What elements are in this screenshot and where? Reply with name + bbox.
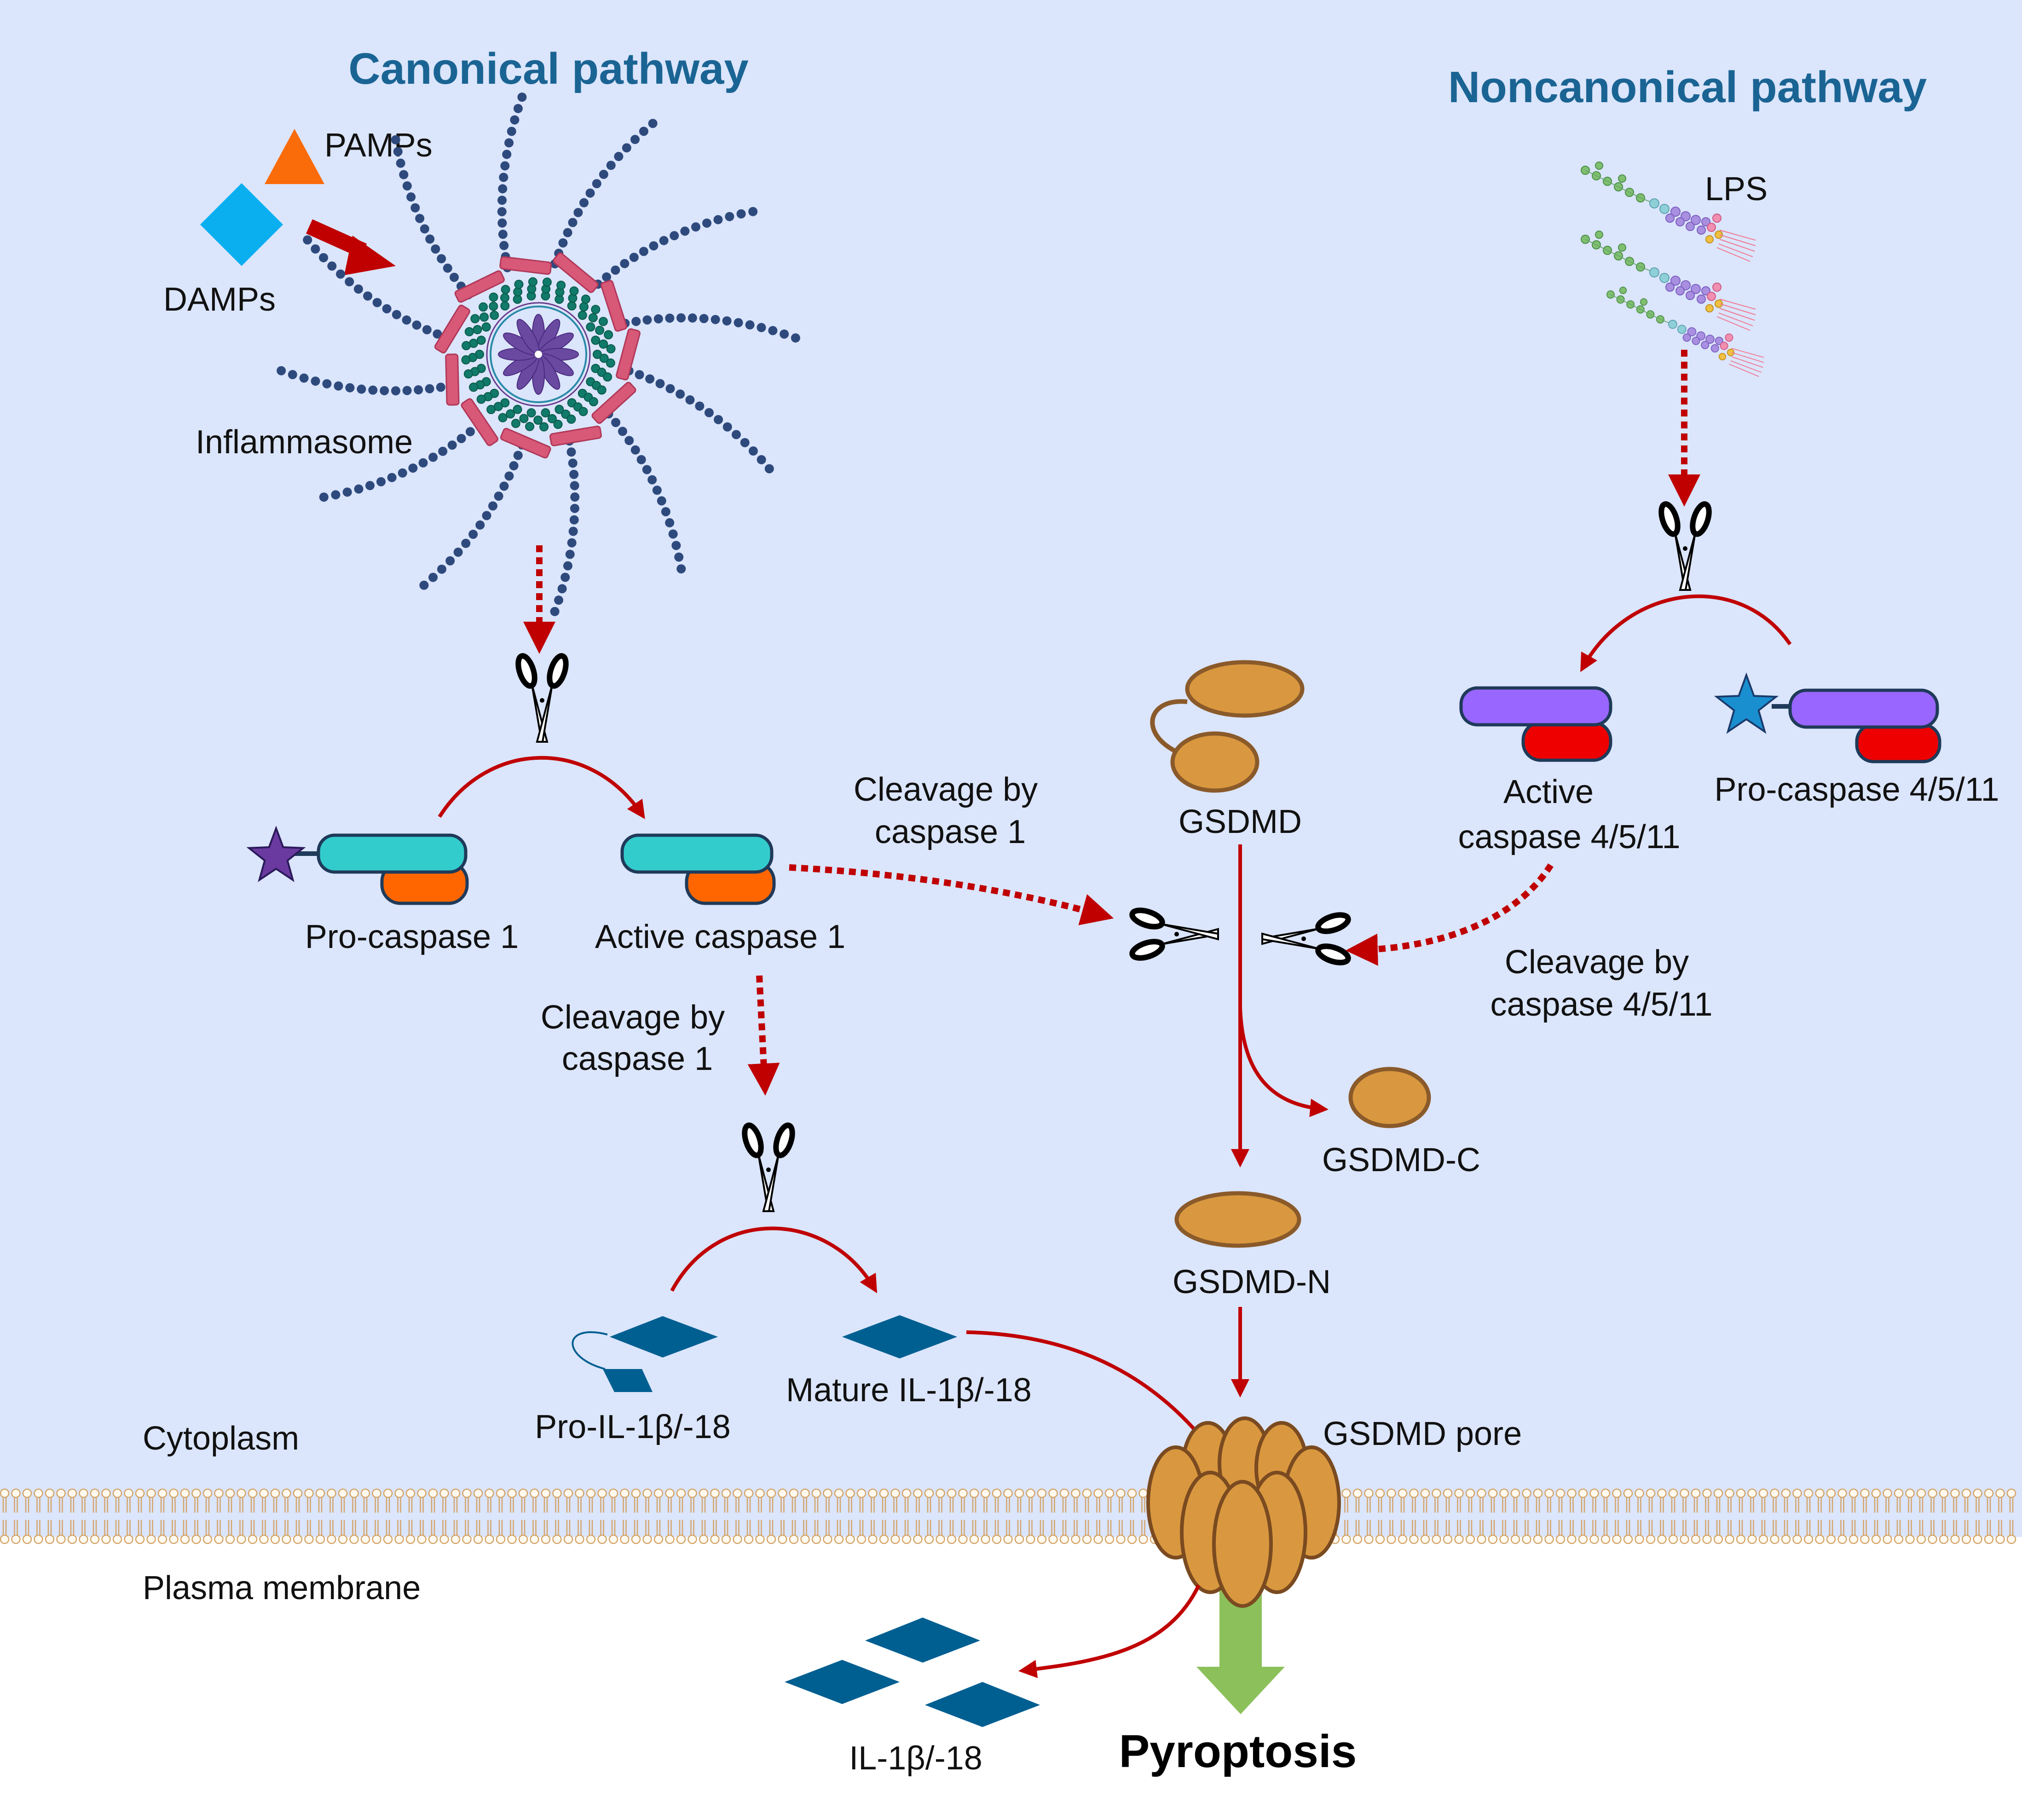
pro-caspase-1-label: Pro-caspase 1 (305, 919, 519, 955)
dotted-arrow-caspase1-to-il (747, 975, 780, 1096)
gsdmd-c-icon (1348, 1067, 1431, 1128)
stimulus-arrow (306, 219, 396, 275)
activation-arrow-caspase1 (438, 756, 645, 819)
pro-caspase-4511-icon (1714, 672, 1941, 763)
pro-caspase-1-icon (246, 826, 469, 905)
activation-arrow-caspase4511 (1580, 594, 1792, 672)
active-caspase-4511-label-line2: caspase 4/5/11 (1458, 819, 1680, 855)
lps-label: LPS (1705, 171, 1768, 208)
dotted-arrow-caspase4511-to-gsdmd (1346, 863, 1554, 966)
cleavage-caspase4511-label-line1: Cleavage by (1505, 944, 1689, 981)
arrow-gsdmd-to-gsdmd-c (1238, 1007, 1329, 1117)
cytoplasm-label: Cytoplasm (143, 1420, 299, 1457)
arrow-pore-to-il (1018, 1584, 1201, 1678)
damps-diamond-icon (200, 183, 283, 266)
maturation-arrow-il (670, 1226, 878, 1294)
active-caspase-1-label: Active caspase 1 (595, 919, 845, 955)
mature-il-label: Mature IL-1β/-18 (786, 1372, 1032, 1409)
cytoplasm-region (0, 0, 2022, 1537)
active-caspase-4511-icon (1459, 686, 1612, 762)
extracellular-region (0, 1537, 2022, 1820)
mature-il-1b-18-icon (842, 1315, 957, 1358)
noncanonical-pathway-title: Noncanonical pathway (1448, 63, 1927, 112)
pro-il-label: Pro-IL-1β/-18 (535, 1409, 731, 1445)
dotted-arrow-caspase1-to-gsdmd (789, 864, 1114, 925)
cleavage-caspase1-lower-line2: caspase 1 (562, 1040, 713, 1077)
active-caspase-1-icon (620, 833, 776, 905)
pamps-label: PAMPs (324, 127, 433, 164)
plasma-membrane-label: Plasma membrane (143, 1570, 421, 1606)
cleavage-caspase4511-label-line2: caspase 4/5/11 (1490, 986, 1712, 1023)
gsdmd-label: GSDMD (1179, 803, 1302, 840)
arrow-mature-il-to-pore (966, 1330, 1219, 1459)
gsdmd-n-icon (1174, 1191, 1301, 1248)
gsdmd-pore-label: GSDMD pore (1323, 1416, 1522, 1452)
gsdmd-pore-icon (1146, 1416, 1341, 1608)
cleavage-caspase1-lower-line1: Cleavage by (541, 999, 725, 1036)
pyroptosis-label: Pyroptosis (1119, 1726, 1357, 1777)
inflammasome-complex-icon (277, 92, 800, 616)
pamps-triangle-icon (265, 129, 324, 184)
active-caspase-4511-label-line1: Active (1503, 774, 1594, 810)
inflammasome-label: Inflammasome (196, 424, 413, 461)
cleavage-caspase1-label-line2: caspase 1 (875, 814, 1026, 850)
released-il-1b-18-icon (785, 1618, 1040, 1727)
gsdmd-protein-icon (1150, 660, 1305, 793)
pro-il-1b-18-icon (572, 1316, 718, 1392)
gsdmd-n-label: GSDMD-N (1173, 1264, 1331, 1300)
cleavage-caspase1-label-line1: Cleavage by (854, 771, 1038, 808)
il-label: IL-1β/-18 (849, 1740, 982, 1777)
canonical-pathway-title: Canonical pathway (348, 44, 749, 93)
pro-caspase-4511-label: Pro-caspase 4/5/11 (1714, 771, 1999, 808)
gsdmd-c-label: GSDMD-C (1322, 1142, 1480, 1179)
damps-label: DAMPs (163, 281, 276, 318)
